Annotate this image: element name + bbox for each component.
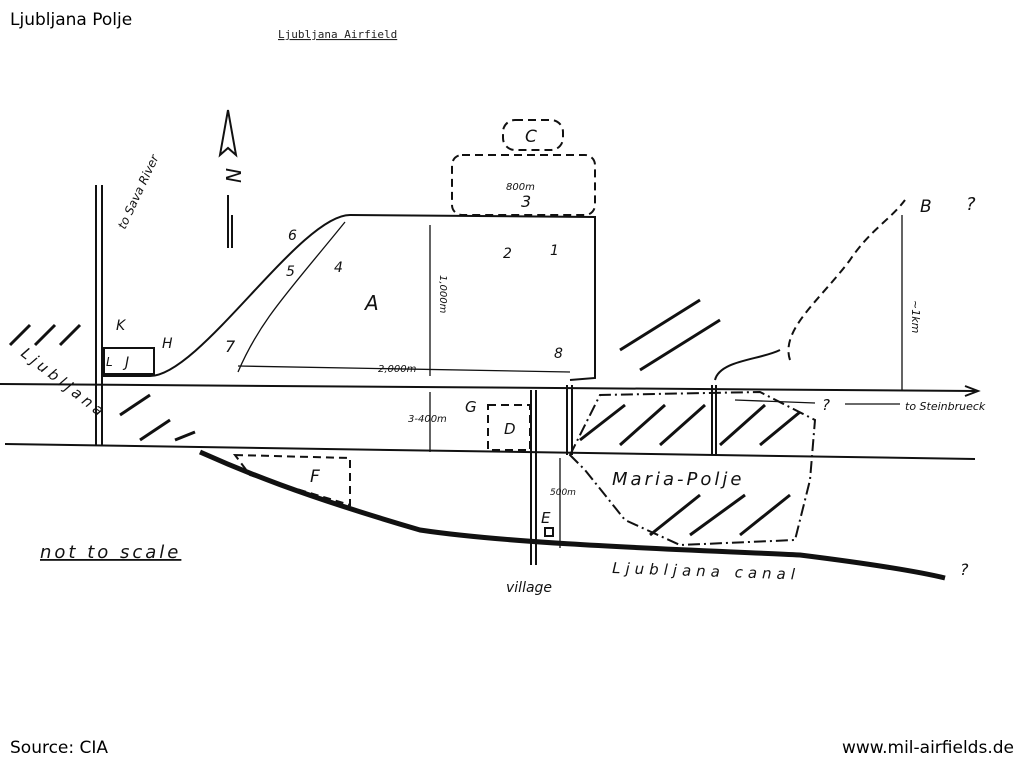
area-a-label: A [363, 291, 379, 315]
dim-3-400m: 3-400m [408, 414, 447, 425]
to-sava-river-label: to Sava River [115, 152, 162, 232]
railway-line [0, 383, 981, 397]
point-3: 3 [521, 192, 531, 211]
area-b-label: B [920, 197, 932, 217]
point-5: 5 [286, 264, 295, 280]
area-g-label: G [465, 398, 477, 416]
to-steinbrueck-label: to Steinbrueck [905, 400, 986, 413]
area-d-outline [487, 404, 531, 451]
north-label: N [221, 168, 245, 183]
canal-line [198, 449, 946, 581]
dim-2000m: 2,000m [378, 364, 417, 375]
point-1: 1 [550, 243, 559, 259]
point-6: 6 [288, 228, 297, 244]
website-credit: www.mil-airfields.de [841, 738, 1014, 758]
steinbrueck-question-mark: ? [822, 396, 830, 414]
point-4: 4 [334, 260, 343, 276]
area-e-label: E [541, 509, 551, 527]
track-to-b [787, 199, 906, 361]
maria-polje-hatch [579, 298, 801, 537]
ljubljana-city-hatch [8, 323, 196, 442]
canal-question-mark: ? [960, 560, 969, 579]
area-h-label: H [162, 336, 173, 352]
typed-title: Ljubljana Airfield [278, 28, 397, 41]
dim-1km: ~1km [909, 300, 922, 333]
area-c-outline [502, 119, 564, 151]
area-l-label: L [106, 355, 113, 369]
area-j-label: J [122, 355, 129, 371]
village-label: village [506, 580, 552, 596]
area-f-label: F [310, 467, 320, 487]
north-arrow-icon [218, 109, 238, 248]
b-question-mark: ? [966, 194, 976, 215]
not-to-scale-label: not to scale [40, 542, 181, 563]
area-k-label: K [116, 318, 127, 334]
main-road [4, 443, 976, 460]
point-2: 2 [503, 246, 512, 262]
dim-1000m: 1,000m [437, 275, 448, 314]
page-title: Ljubljana Polje [10, 10, 133, 30]
point-8: 8 [554, 346, 563, 362]
point-7: 7 [225, 337, 236, 356]
hangar-area-outline [451, 154, 596, 216]
maria-polje-outline [568, 390, 817, 547]
building-e-icon [544, 527, 554, 537]
dim-500m: 500m [550, 488, 576, 498]
source-credit: Source: CIA [10, 738, 109, 758]
canal-label: Ljubljana canal [612, 559, 800, 584]
dim-800m: 800m [506, 182, 535, 193]
maria-polje-label: Maria-Polje [612, 469, 744, 490]
area-d-label: D [504, 420, 516, 438]
area-f-outline [232, 453, 351, 507]
building-block-hjkl [103, 347, 155, 375]
area-c-label: C [525, 127, 537, 147]
airfield-perimeter-road [102, 213, 596, 381]
